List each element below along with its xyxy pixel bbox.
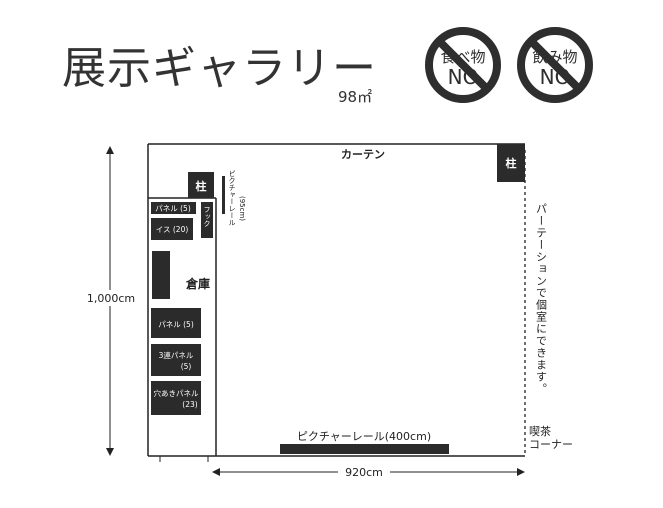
bottom-picture-rail — [280, 444, 449, 454]
area-label: 98㎡ — [338, 88, 373, 106]
room-walls — [147, 143, 525, 457]
width-dimension-label: 920cm — [345, 466, 383, 479]
triple-panel-label: 3連パネル — [159, 350, 194, 360]
panel-5 — [151, 308, 201, 338]
side-picture-rail-length: (95cm) — [238, 196, 246, 221]
prohibition-slash — [528, 38, 582, 92]
panel-5-small — [151, 202, 196, 214]
side-picture-rail — [222, 176, 225, 214]
pillar-right — [497, 144, 525, 182]
storage-label: 倉庫 — [185, 276, 210, 291]
triple-panel-count: (5) — [181, 362, 192, 371]
perforated-panel-label: 穴あきパネル — [154, 388, 199, 398]
curtain-label: カーテン — [341, 148, 385, 161]
tea-corner-label-2: コーナー — [529, 438, 573, 451]
prohibition-slash — [436, 38, 490, 92]
perforated-panel — [151, 381, 201, 415]
chair-stack — [151, 218, 193, 240]
bottom-picture-rail-label: ピクチャーレール(400cm) — [297, 430, 431, 443]
panel-5-small-label: パネル (5) — [155, 204, 191, 213]
perforated-panel-count: (23) — [182, 400, 197, 409]
width-dimension-bg — [338, 465, 390, 479]
page-title: 展示ギャラリー — [62, 43, 377, 94]
height-dimension-label: 1,000cm — [87, 292, 135, 305]
pillar-left — [188, 172, 214, 198]
chair-label: イス (20) — [156, 225, 189, 234]
hook-label: フック — [203, 206, 211, 227]
partition-note: パーテーションで個室にできます。 — [535, 203, 548, 395]
storage-block — [152, 251, 170, 299]
no-food-sign: 食べ物 NO — [425, 27, 501, 103]
hook-rack — [201, 202, 213, 238]
tea-corner-label: 喫茶 — [529, 425, 551, 438]
pillar-right-label: 柱 — [506, 156, 517, 170]
triple-panel — [151, 344, 201, 376]
no-drink-sign: 飲み物 NO — [517, 27, 593, 103]
panel-5-label: パネル (5) — [158, 320, 194, 329]
height-dimension-bg — [80, 290, 142, 306]
pillar-left-label: 柱 — [196, 179, 207, 193]
side-picture-rail-label: ピクチャーレール — [228, 170, 236, 226]
